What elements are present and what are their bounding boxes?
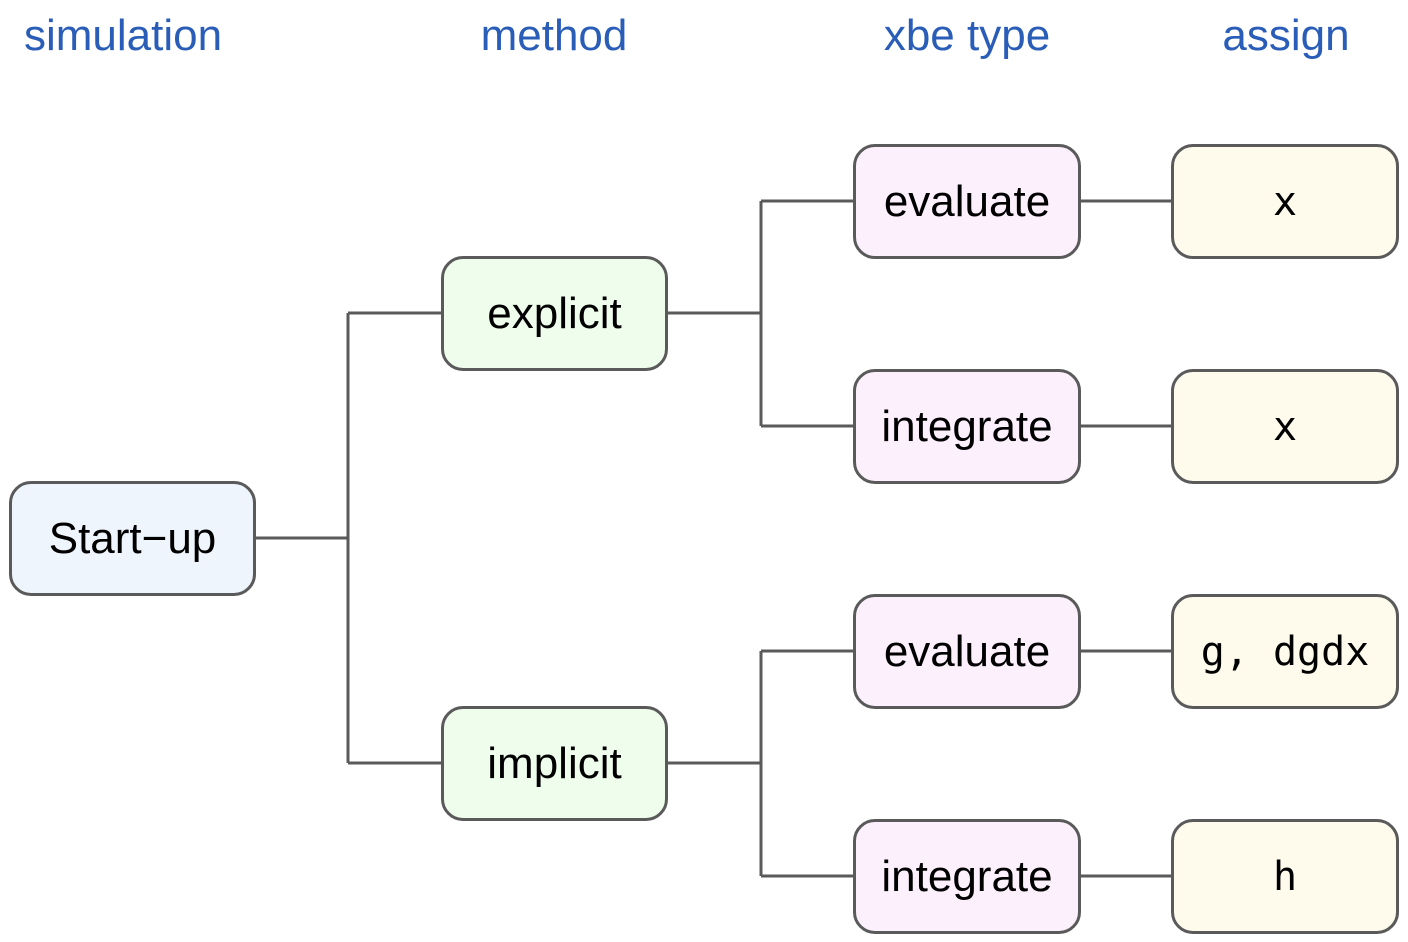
node-implicit-integrate: integrate [853, 819, 1081, 934]
node-explicit-evaluate: evaluate [853, 144, 1081, 259]
node-assign-implicit-evaluate: g, dgdx [1171, 594, 1399, 709]
node-implicit: implicit [441, 706, 668, 821]
node-startup: Start−up [9, 481, 256, 596]
node-explicit: explicit [441, 256, 668, 371]
header-xbe-type: xbe type [883, 11, 1051, 60]
node-assign-explicit-integrate: x [1171, 369, 1399, 484]
header-method: method [480, 11, 628, 60]
node-assign-implicit-integrate: h [1171, 819, 1399, 934]
header-simulation: simulation [23, 11, 223, 60]
header-assign: assign [1222, 11, 1350, 60]
node-assign-explicit-evaluate: x [1171, 144, 1399, 259]
node-explicit-integrate: integrate [853, 369, 1081, 484]
node-implicit-evaluate: evaluate [853, 594, 1081, 709]
